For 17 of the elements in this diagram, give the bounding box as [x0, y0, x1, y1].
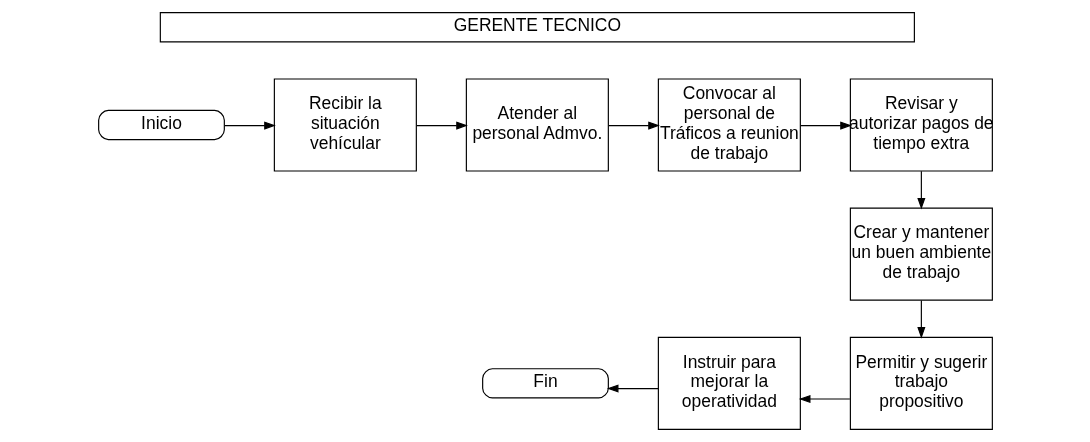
node-box: Permitir y sugerir trabajo propositivo — [849, 336, 993, 430]
node-box: Recibir la situación vehícular — [273, 78, 417, 172]
arrow — [606, 384, 659, 393]
node-box: Atender al personal Admvo. — [465, 78, 609, 172]
node-box: GERENTE TECNICO — [159, 12, 915, 43]
arrow — [799, 121, 852, 130]
arrow — [798, 394, 850, 404]
node-box: Inicio — [97, 109, 225, 141]
arrow — [607, 121, 660, 130]
node-box: Instruir para mejorar la operatividad — [657, 336, 801, 430]
arrow — [916, 299, 925, 339]
node-box: Crear y mantener un buen ambiente de trabajo — [849, 207, 993, 301]
arrow — [916, 170, 925, 210]
arrow — [415, 121, 468, 130]
arrow — [223, 121, 276, 130]
node-box: Fin — [481, 368, 609, 399]
node-box: Convocar al personal de Tráficos a reunion de trabajo — [657, 78, 801, 172]
